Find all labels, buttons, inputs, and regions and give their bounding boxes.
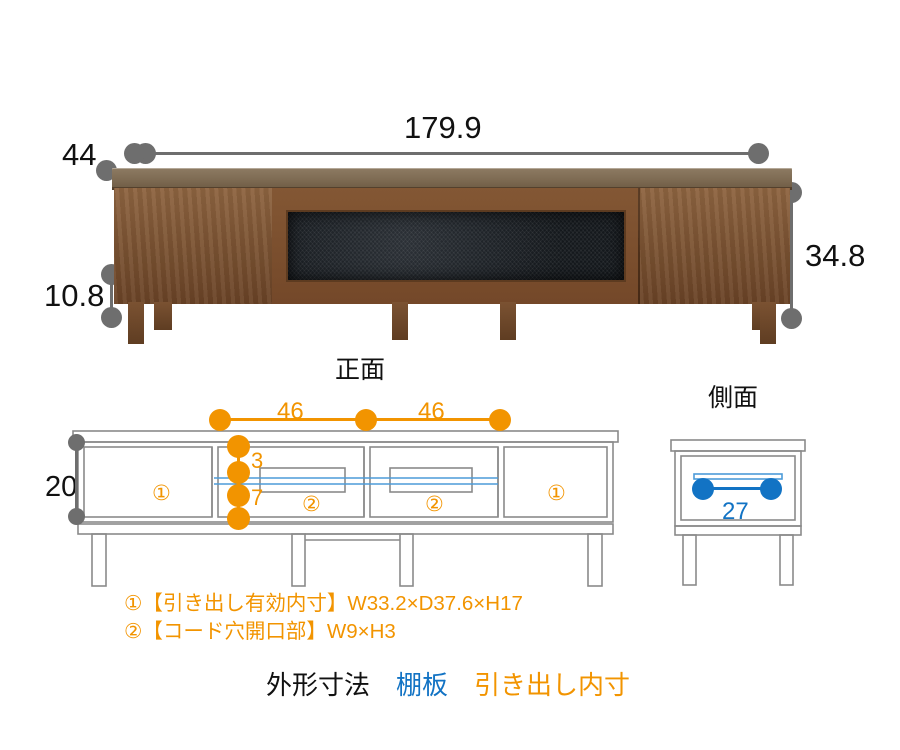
- segment-dot-left: [209, 409, 231, 431]
- compartment-marker-3: ②: [425, 493, 444, 516]
- cord-gap-dot-3: [227, 484, 250, 507]
- leg-4: [500, 302, 516, 340]
- front-view-caption: 正面: [335, 356, 386, 384]
- overall-width-label: 179.9: [404, 110, 482, 145]
- leg-2: [154, 302, 172, 330]
- shelf-depth-left-dot: [692, 478, 714, 500]
- note-line-2: ②【コード穴開口部】W9×H3: [124, 620, 396, 643]
- legend-drawer-label: 引き出し内寸: [474, 670, 631, 700]
- segment-rule-right: [364, 418, 498, 421]
- cord-gap-top-label: 3: [251, 448, 264, 473]
- shelf-depth-label: 27: [722, 498, 749, 525]
- front-line-drawing: [72, 430, 619, 587]
- shelf-depth-rule: [705, 487, 767, 490]
- segment-dot-right: [489, 409, 511, 431]
- left-drawer-front: [114, 188, 274, 304]
- mesh-panel: [286, 210, 626, 282]
- compartment-marker-4: ①: [547, 482, 566, 505]
- segment-left-label: 46: [277, 398, 304, 425]
- clearance-bottom-dot: [101, 307, 122, 328]
- leg-6: [760, 302, 776, 344]
- clearance-height-rule: [110, 275, 113, 316]
- leg-3: [392, 302, 408, 340]
- product-photo: [112, 168, 792, 344]
- shelf-depth-right-dot: [760, 478, 782, 500]
- segment-rule-left: [222, 418, 364, 421]
- legend-shelf-label: 棚板: [396, 670, 449, 700]
- cord-gap-bottom-label: 7: [251, 485, 264, 510]
- drawer-height-rule: [75, 442, 78, 516]
- overall-depth-start-dot: [96, 160, 117, 181]
- cabinet-top-surface: [112, 168, 792, 190]
- clearance-height-label: 10.8: [44, 278, 105, 313]
- cord-gap-dot-1: [227, 435, 250, 458]
- overall-height-bottom-dot: [781, 308, 802, 329]
- cord-gap-dot-2: [227, 461, 250, 484]
- overall-height-label: 34.8: [805, 238, 866, 273]
- legend: 外形寸法棚板引き出し内寸: [266, 665, 656, 702]
- leg-1: [128, 302, 144, 344]
- cabinet-body: [114, 188, 790, 304]
- drawer-height-top-dot: [68, 434, 85, 451]
- segment-dot-middle: [355, 409, 377, 431]
- center-open-section: [272, 188, 640, 304]
- compartment-marker-1: ①: [152, 482, 171, 505]
- note-line-1: ①【引き出し有効内寸】W33.2×D37.6×H17: [124, 592, 523, 615]
- compartment-marker-2: ②: [302, 493, 321, 516]
- overall-width-rule: [148, 152, 760, 155]
- right-drawer-front: [638, 188, 790, 304]
- overall-height-rule: [790, 193, 793, 317]
- overall-depth-end-dot: [124, 143, 145, 164]
- drawer-height-bottom-dot: [68, 508, 85, 525]
- side-view-caption: 側面: [708, 384, 759, 412]
- side-line-drawing: [670, 439, 806, 586]
- overall-width-end-dot: [748, 143, 769, 164]
- segment-right-label: 46: [418, 398, 445, 425]
- legend-outer-label: 外形寸法: [266, 670, 371, 700]
- overall-depth-label: 44: [62, 137, 97, 172]
- cord-gap-dot-4: [227, 507, 250, 530]
- drawer-height-label: 20: [45, 471, 78, 503]
